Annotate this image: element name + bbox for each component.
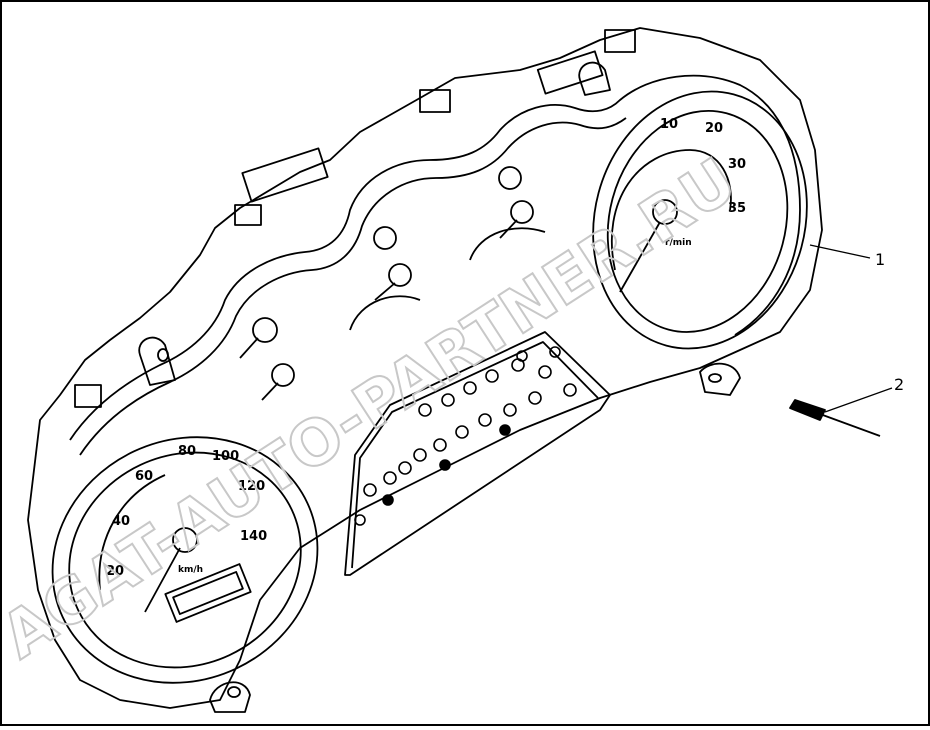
rpm-unit: r/min	[665, 238, 692, 248]
screw	[789, 399, 881, 437]
tachometer-dial	[592, 90, 808, 350]
speed-tick-label: 80	[178, 444, 196, 459]
speed-tick-label: 20	[106, 564, 124, 579]
callout-2-label: 2	[894, 375, 904, 394]
rpm-tick-label: 35	[728, 201, 746, 216]
callout-1-label: 1	[875, 250, 885, 269]
speed-tick-label: 60	[135, 469, 153, 484]
speedometer-dial	[51, 436, 319, 684]
tachometer-numerals: 10 20 30 35 r/min	[660, 117, 746, 248]
leader-line-1	[809, 244, 871, 259]
mounting-tabs	[138, 61, 741, 713]
leader-line-2	[824, 387, 893, 413]
auxiliary-gauges	[239, 166, 546, 401]
speed-tick-label: 40	[112, 514, 130, 529]
speed-unit: km/h	[178, 565, 203, 575]
warning-light-panel	[344, 331, 611, 576]
watermark-text: AGAT-AUTO-PARTNER.RU	[0, 144, 749, 673]
speed-tick-label: 120	[238, 479, 265, 494]
speed-tick-label: 100	[212, 449, 239, 464]
warning-light-icons	[354, 346, 577, 526]
cluster-housing-outline	[27, 27, 823, 709]
speedometer-numerals: 20 40 60 80 100 120 140 km/h	[106, 444, 267, 579]
speed-tick-label: 140	[240, 529, 267, 544]
rpm-tick-label: 10	[660, 117, 678, 132]
rpm-tick-label: 20	[705, 121, 723, 136]
rpm-tick-label: 30	[728, 157, 746, 172]
